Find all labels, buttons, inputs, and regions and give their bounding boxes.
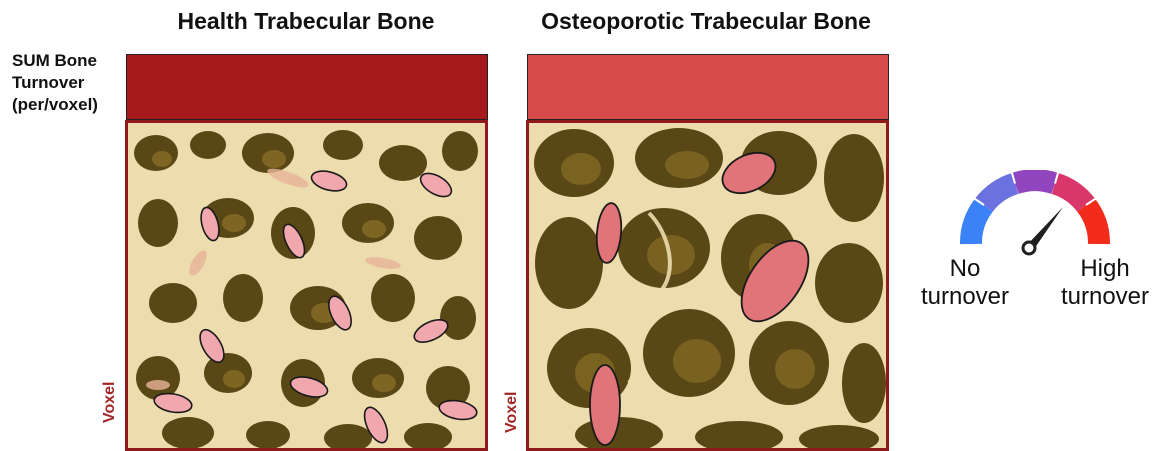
gauge-icon xyxy=(960,170,1110,260)
turnover-gauge xyxy=(960,170,1110,260)
legend-no-turnover-line-2: turnover xyxy=(905,283,1025,311)
gauge-segment xyxy=(971,205,984,244)
bone-cell xyxy=(590,365,620,445)
gauge-needle-icon xyxy=(1023,207,1063,254)
osteoporotic-bone-title: Osteoporotic Trabecular Bone xyxy=(520,8,892,35)
legend-no-turnover: No turnover xyxy=(905,255,1025,311)
gauge-segment xyxy=(1086,205,1099,244)
sum-bone-turnover-label: SUM Bone Turnover (per/voxel) xyxy=(12,50,122,116)
healthy-voxel-label: Voxel xyxy=(101,382,119,424)
osteoporotic-bone-voxel xyxy=(526,120,889,451)
healthy-bone-voxel xyxy=(125,120,488,451)
gauge-segment xyxy=(1055,184,1086,206)
row-label-line-3: (per/voxel) xyxy=(12,94,122,116)
healthy-bone-title: Health Trabecular Bone xyxy=(126,8,486,35)
osteoporotic-voxel-label: Voxel xyxy=(503,392,521,434)
gauge-segment xyxy=(984,184,1015,206)
legend-high-turnover: High turnover xyxy=(1045,255,1165,311)
legend-high-turnover-line-2: turnover xyxy=(1045,283,1165,311)
row-label-line-1: SUM Bone xyxy=(12,50,122,72)
healthy-turnover-bar xyxy=(126,54,488,120)
legend-no-turnover-line-1: No xyxy=(905,255,1025,283)
row-label-line-2: Turnover xyxy=(12,72,122,94)
legend-high-turnover-line-1: High xyxy=(1045,255,1165,283)
osteoporotic-turnover-bar xyxy=(527,54,889,120)
gauge-segment xyxy=(1015,180,1055,183)
